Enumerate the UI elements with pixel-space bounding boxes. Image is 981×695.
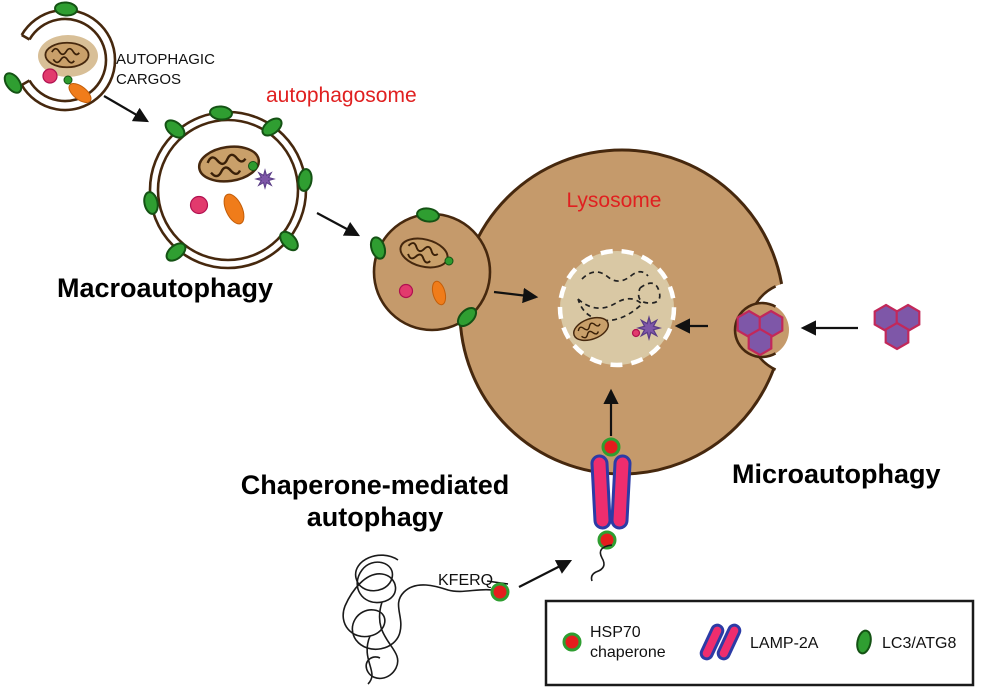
cargo-green-dot <box>63 75 73 85</box>
label-macroautophagy: Macroautophagy <box>57 273 273 303</box>
lc3-icon <box>275 227 303 255</box>
degraded-protein-star-icon <box>255 169 275 189</box>
lc3-icon <box>0 69 26 97</box>
autophagosome <box>141 104 314 270</box>
cargo-pink-dot <box>631 328 641 338</box>
cargo-green-dot <box>444 256 454 266</box>
lc3-icon <box>208 104 234 122</box>
degraded-material-squiggle <box>581 270 649 282</box>
degraded-material-squiggle <box>577 297 644 322</box>
protein-aggregate-icon <box>875 305 920 349</box>
phagophore-inner-membrane <box>28 17 108 103</box>
kferq-pointer-dash <box>486 580 509 585</box>
legend-label-lamp2a: LAMP-2A <box>750 635 819 652</box>
hsp70-icon <box>490 582 510 602</box>
lamp2a-icon <box>610 454 632 530</box>
arrow-autophagosome-to-lysosome <box>316 212 361 237</box>
cargo-green-dot <box>248 161 258 171</box>
label-kferq: KFERQ <box>438 572 493 589</box>
substrate-entering-squiggle <box>590 544 613 582</box>
lc3-icon <box>296 167 314 193</box>
label-lysosome: Lysosome <box>567 189 662 212</box>
legend-label-hsp70: HSP70 <box>590 624 641 641</box>
legend: HSP70 chaperone LAMP-2A LC3/ATG8 <box>544 599 975 687</box>
lc3-icon <box>53 0 79 18</box>
cargo-pink-dot <box>189 195 209 215</box>
cargo-pink-dot <box>398 283 414 299</box>
label-autophagosome: autophagosome <box>266 84 417 107</box>
mitochondrion-icon <box>44 41 90 69</box>
label-chaperone-mediated-autophagy: Chaperone-mediated <box>241 470 510 500</box>
degraded-protein-star-icon <box>637 316 661 340</box>
label-chaperone-mediated-autophagy: autophagy <box>307 502 444 532</box>
lamp2a-icon <box>590 454 612 530</box>
membrane-edge <box>21 79 31 87</box>
lc3-icon <box>161 115 189 143</box>
invagination-pocket-membrane <box>733 301 777 359</box>
legend-box <box>544 599 975 687</box>
hsp70-icon <box>562 632 582 652</box>
label-autophagic-cargos: AUTOPHAGIC <box>116 51 215 68</box>
legend-label-lc3: LC3/ATG8 <box>882 635 957 652</box>
lc3-icon <box>258 114 286 140</box>
cargo-pink-dot <box>42 68 58 84</box>
lamp2a-icon <box>699 623 742 661</box>
membrane-edge <box>21 33 31 41</box>
lc3-icon <box>856 629 872 655</box>
phagophore-outer-membrane <box>20 8 117 112</box>
label-autophagic-cargos: CARGOS <box>116 71 181 88</box>
arrow-substrate-to-channel <box>518 559 573 588</box>
label-microautophagy: Microautophagy <box>732 459 941 489</box>
fusion-vesicle <box>367 206 492 332</box>
phagophore <box>0 0 117 112</box>
arrow-vesicle-to-degradation <box>493 287 539 304</box>
legend-label-hsp70: chaperone <box>590 644 666 661</box>
hsp70-icon <box>601 437 621 457</box>
cargo-orange-oval <box>223 193 245 225</box>
cargo-orange-oval <box>431 280 447 306</box>
degraded-material-squiggle <box>637 282 661 304</box>
arrow-cargo-to-autophagosome <box>103 95 149 123</box>
cargo-orange-oval <box>68 82 92 104</box>
substrate-protein-icon <box>342 554 493 685</box>
degradation-zone <box>557 248 677 368</box>
autophagosome-inner-membrane <box>156 118 300 262</box>
